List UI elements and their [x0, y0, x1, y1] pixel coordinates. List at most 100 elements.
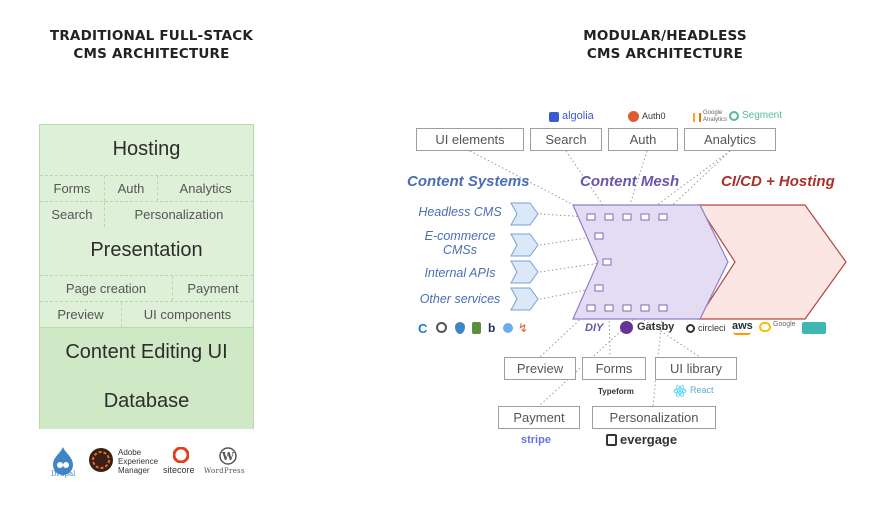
react-label: React — [690, 385, 714, 395]
api-icon: ↯ — [518, 321, 529, 335]
auth0-icon — [628, 111, 639, 122]
typeform-logo: Typeform — [598, 387, 634, 396]
adobe-aem-icon — [89, 448, 113, 472]
hosting-layer: Hosting — [40, 125, 253, 175]
source-chevrons — [510, 202, 539, 311]
traditional-cms-stack: Hosting Forms Auth Analytics Search Pers… — [39, 124, 254, 429]
gatsby-icon — [620, 321, 633, 334]
personalization-box: Personalization — [592, 406, 716, 429]
ui-elements-box: UI elements — [416, 128, 524, 151]
drupal-small-icon — [455, 322, 465, 334]
right-heading-line1: MODULAR/HEADLESS — [583, 28, 747, 44]
shopify-icon — [472, 322, 481, 334]
analytics-box: Analytics — [684, 128, 776, 151]
search-box: Search — [530, 128, 602, 151]
adobe-line3: Manager — [118, 466, 150, 475]
gatsby-label: Gatsby — [637, 321, 675, 333]
contentful-icon: C — [418, 321, 428, 336]
react-icon — [673, 385, 687, 397]
algolia-icon — [549, 112, 559, 122]
hosting-label: Hosting — [112, 138, 181, 160]
evergage-icon — [606, 434, 617, 446]
source-internal-apis: Internal APIs — [424, 266, 496, 280]
content-editing-label: Content Editing UI — [65, 341, 228, 363]
database-label: Database — [103, 390, 190, 412]
source-ecommerce-line1: E-commerce — [424, 229, 496, 243]
algolia-label: algolia — [562, 110, 594, 122]
services-row-2: Search Personalization — [40, 201, 253, 227]
wordpress-small-icon — [436, 322, 447, 333]
svg-text:W: W — [221, 450, 235, 463]
aws-smile-icon — [733, 332, 751, 335]
google-cloud-label: Google — [773, 321, 796, 328]
services-row-3: Page creation Payment — [40, 275, 253, 301]
auth-box: Auth — [608, 128, 678, 151]
bigcommerce-icon: b — [488, 321, 496, 335]
preview-box: Preview — [504, 357, 576, 380]
payment-cell: Payment — [172, 276, 253, 301]
source-headless-cms: Headless CMS — [418, 205, 502, 219]
source-ecommerce: E-commerce CMSs — [412, 229, 508, 257]
presentation-layer: Presentation — [40, 227, 253, 275]
segment-icon — [729, 111, 739, 121]
wordpress-label: WordPress — [204, 467, 245, 475]
left-heading-line1: TRADITIONAL FULL-STACK — [49, 28, 254, 44]
page-creation-cell: Page creation — [65, 281, 147, 296]
drupal-label: Drupal — [51, 470, 76, 478]
ui-components-cell: UI components — [120, 302, 253, 327]
stripe-logo: stripe — [521, 434, 551, 446]
preview-cell: Preview — [57, 307, 104, 322]
analytics-cell: Analytics — [157, 176, 253, 201]
content-systems-title: Content Systems — [407, 173, 530, 190]
google-analytics-logo: Google Analytics — [693, 110, 727, 124]
adobe-logo: Adobe Experience Manager — [88, 447, 160, 477]
personalization-cell: Personalization — [103, 202, 253, 227]
wordpress-logo: W WordPress — [204, 447, 252, 477]
right-heading: MODULAR/HEADLESS CMS ARCHITECTURE — [525, 27, 805, 63]
services-row-1: Forms Auth Analytics — [40, 175, 253, 201]
adobe-label: Adobe Experience Manager — [118, 448, 158, 475]
graphql-icon — [503, 323, 513, 333]
auth0-label: Auth0 — [642, 111, 666, 121]
source-ecommerce-line2: CMSs — [442, 243, 478, 257]
content-editing-layer: Content Editing UI — [40, 327, 253, 377]
wordpress-icon: W — [219, 447, 237, 465]
sitecore-logo: sitecore — [163, 447, 199, 477]
google-analytics-line1: Google — [703, 110, 723, 116]
google-analytics-icon — [693, 113, 701, 122]
mesh-ports — [586, 213, 668, 312]
circleci-label: circleci — [698, 323, 726, 333]
database-layer: Database — [40, 377, 253, 429]
forms-cell: Forms — [53, 181, 91, 196]
google-analytics-line2: Analytics — [703, 117, 728, 123]
ui-library-box: UI library — [655, 357, 737, 380]
forms-box: Forms — [582, 357, 646, 380]
sitecore-icon — [173, 447, 189, 463]
right-heading-line2: CMS ARCHITECTURE — [586, 46, 744, 62]
search-cell: Search — [51, 207, 93, 222]
evergage-label: evergage — [620, 432, 678, 447]
content-systems-logos: C b ↯ — [418, 321, 538, 336]
left-heading: TRADITIONAL FULL-STACK CMS ARCHITECTURE — [30, 27, 273, 63]
circleci-icon — [686, 324, 695, 333]
cicd-hosting-title: CI/CD + Hosting — [721, 173, 835, 190]
adobe-line1: Adobe — [118, 448, 142, 457]
drupal-drop-icon — [53, 447, 73, 475]
content-mesh-chevron — [572, 204, 729, 320]
google-cloud-icon — [759, 322, 771, 332]
netlify-icon — [802, 322, 826, 334]
source-other-services: Other services — [419, 292, 501, 306]
cicd-chevron — [696, 204, 847, 320]
aws-label: aws — [732, 320, 753, 332]
segment-label: Segment — [742, 110, 783, 121]
auth-cell: Auth — [103, 176, 157, 201]
presentation-label: Presentation — [90, 239, 203, 261]
google-analytics-label: Google Analytics — [703, 110, 727, 124]
sitecore-label: sitecore — [163, 465, 195, 475]
services-row-4: Preview UI components — [40, 301, 253, 327]
payment-box: Payment — [498, 406, 580, 429]
drupal-logo: Drupal — [50, 446, 76, 478]
content-mesh-title: Content Mesh — [580, 173, 680, 190]
left-heading-line2: CMS ARCHITECTURE — [73, 46, 230, 62]
